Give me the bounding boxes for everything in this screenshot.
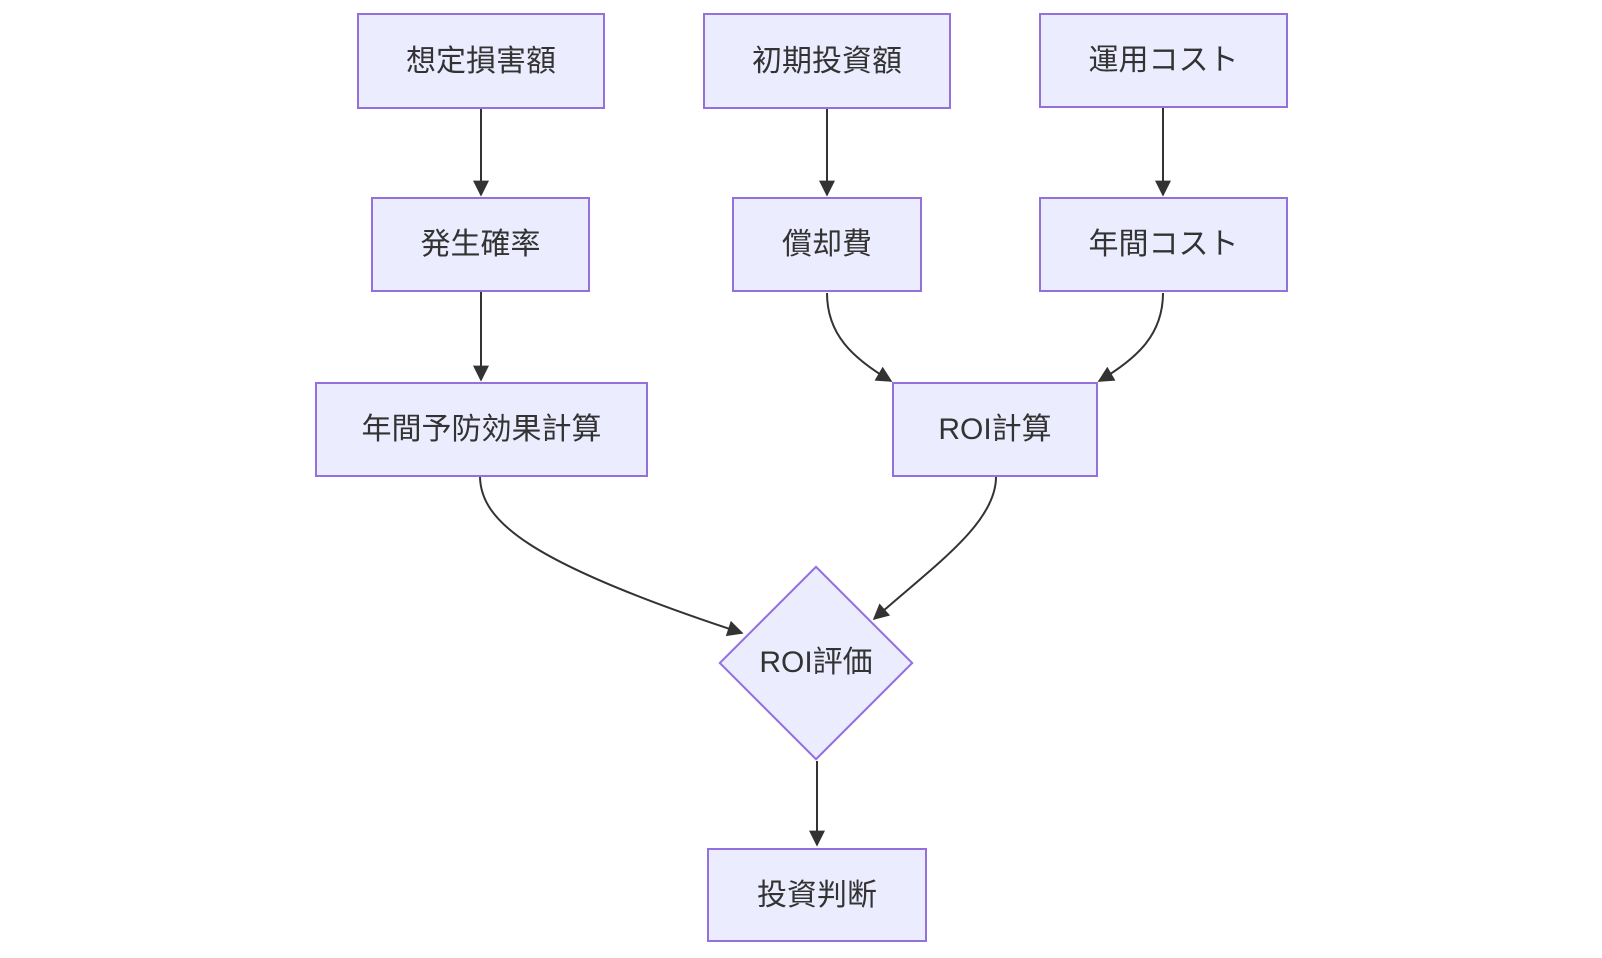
- node-investment-decision: 投資判断: [707, 848, 927, 942]
- node-roi-calc: ROI計算: [892, 382, 1098, 477]
- node-initial-investment: 初期投資額: [703, 13, 951, 109]
- node-occurrence-probability: 発生確率: [371, 197, 590, 292]
- node-annual-prevention-calc-label: 年間予防効果計算: [361, 413, 602, 446]
- edge-roi-calc-to-roi-eval: [872, 476, 997, 621]
- node-roi-eval-label: ROI評価: [759, 646, 873, 679]
- node-annual-cost: 年間コスト: [1039, 197, 1288, 292]
- node-expected-damage: 想定損害額: [357, 13, 605, 109]
- node-annual-cost-label: 年間コスト: [1088, 228, 1239, 261]
- node-initial-investment-label: 初期投資額: [752, 44, 902, 78]
- node-operating-cost-label: 運用コスト: [1088, 44, 1239, 77]
- node-investment-decision-label: 投資判断: [757, 878, 877, 912]
- node-depreciation-label: 償却費: [782, 228, 872, 261]
- edge-depreciation-to-roi-calc: [826, 292, 893, 382]
- node-occurrence-probability-label: 発生確率: [420, 228, 541, 261]
- node-expected-damage-label: 想定損害額: [406, 44, 556, 78]
- node-roi-calc-label: ROI計算: [938, 413, 1052, 446]
- node-operating-cost: 運用コスト: [1039, 13, 1288, 108]
- edge-annual-cost-to-roi-calc: [1097, 292, 1164, 382]
- edge-annual-prevention-to-roi-eval: [479, 476, 744, 637]
- node-depreciation: 償却費: [732, 197, 922, 292]
- node-annual-prevention-calc: 年間予防効果計算: [315, 382, 648, 477]
